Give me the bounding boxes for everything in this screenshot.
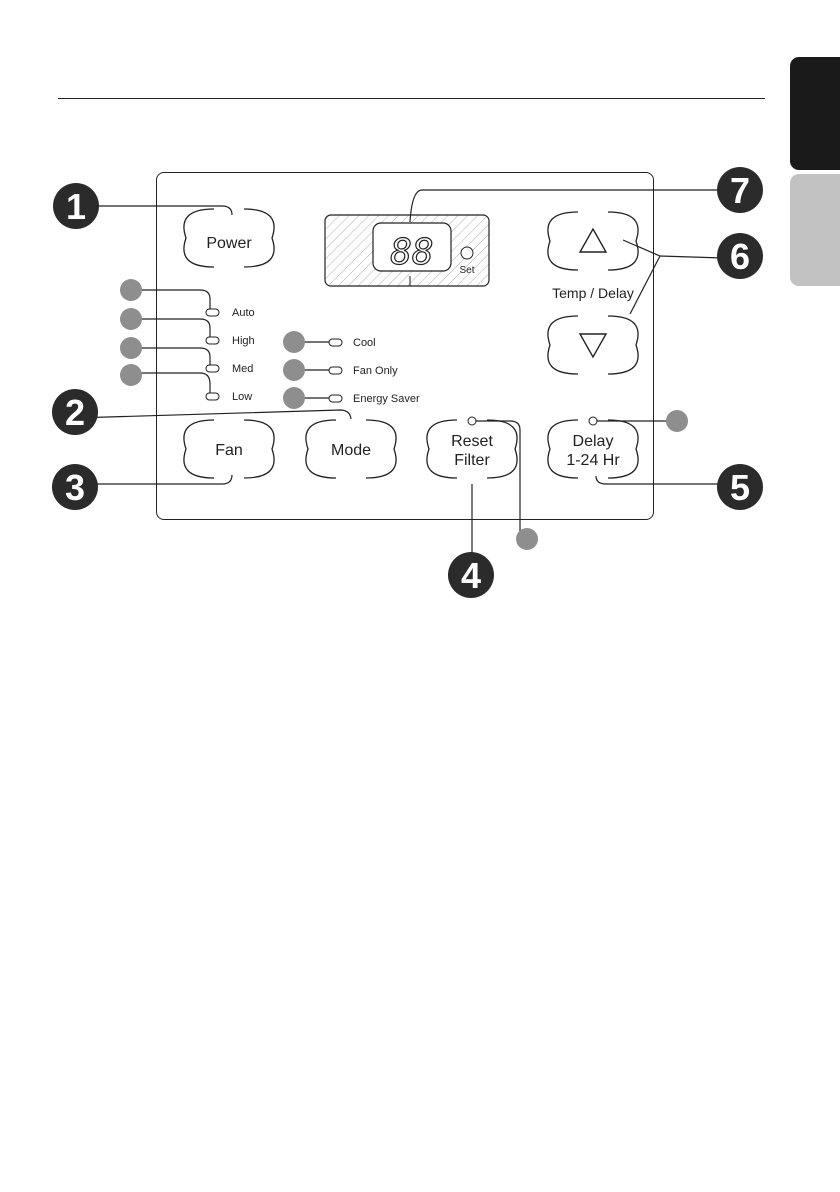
callout-2-number: 2 [65, 392, 85, 433]
mode-button-label: Mode [331, 442, 371, 459]
energy-saver-led [329, 395, 342, 402]
fan-button-label: Fan [215, 442, 243, 459]
temp-down-button[interactable] [548, 316, 638, 374]
callout-7: 7 [717, 167, 763, 213]
low-led [206, 393, 219, 400]
mode-indicators: Cool Fan Only Energy Saver [329, 337, 420, 405]
callout-2: 2 [52, 389, 98, 435]
callout-dot-fan-only [283, 359, 305, 381]
low-label: Low [232, 391, 252, 403]
med-led [206, 365, 219, 372]
high-led [206, 337, 219, 344]
power-button-label: Power [206, 235, 252, 252]
high-label: High [232, 335, 255, 347]
display-digits: 88 [390, 232, 433, 273]
callout-1: 1 [53, 183, 99, 229]
set-indicator-led [461, 247, 473, 259]
fan-only-label: Fan Only [353, 365, 398, 377]
reset-filter-label-line2: Filter [454, 452, 490, 469]
energy-saver-label: Energy Saver [353, 393, 420, 405]
cool-led [329, 339, 342, 346]
med-label: Med [232, 363, 253, 375]
callout-dot-filter [516, 528, 538, 550]
callout-dot-cool [283, 331, 305, 353]
callout-7-number: 7 [730, 170, 750, 211]
reset-filter-led [468, 417, 476, 425]
callout-dot-high [120, 308, 142, 330]
callout-dot-delay [666, 410, 688, 432]
fan-only-led [329, 367, 342, 374]
callout-4: 4 [448, 552, 494, 598]
auto-led [206, 309, 219, 316]
callout-dot-med [120, 337, 142, 359]
arrow-down-icon [580, 334, 606, 357]
display-window: 88 Set [325, 215, 489, 286]
callout-dot-low [120, 364, 142, 386]
callout-6-number: 6 [730, 236, 750, 277]
callout-5: 5 [717, 464, 763, 510]
fan-speed-indicators: Auto High Med Low [206, 307, 255, 403]
callout-4-number: 4 [461, 555, 481, 596]
cool-label: Cool [353, 337, 376, 349]
callout-dot-energy-saver [283, 387, 305, 409]
set-label: Set [459, 265, 474, 276]
arrow-up-icon [580, 229, 606, 252]
temp-delay-label: Temp / Delay [552, 285, 634, 301]
auto-label: Auto [232, 307, 255, 319]
callout-3: 3 [52, 464, 98, 510]
callout-3-number: 3 [65, 467, 85, 508]
callout-1-number: 1 [66, 186, 86, 227]
callout-6: 6 [717, 233, 763, 279]
callout-dot-auto [120, 279, 142, 301]
callout-5-number: 5 [730, 467, 750, 508]
reset-filter-label-line1: Reset [451, 433, 493, 450]
delay-label-line2: 1-24 Hr [566, 452, 620, 469]
delay-led [589, 417, 597, 425]
delay-label-line1: Delay [573, 433, 614, 450]
